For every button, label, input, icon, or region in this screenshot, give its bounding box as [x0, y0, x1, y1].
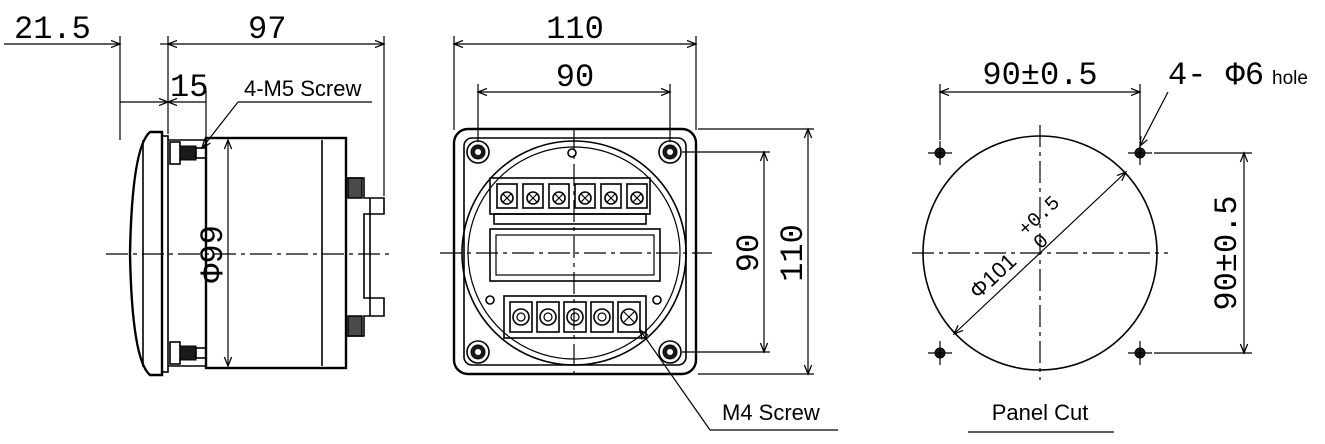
side-view: 21.5 97 15 4-M5 Screw Φ99 [4, 11, 392, 377]
mount-hole-tr [1128, 141, 1152, 165]
corner-screw-tr [658, 140, 682, 164]
panel-cut-caption: Panel Cut [992, 400, 1089, 425]
front-view: 110 90 90 110 M4 Screw [440, 11, 838, 431]
dim-21-5: 21.5 [14, 11, 91, 48]
dim-15: 15 [170, 69, 208, 106]
dim-phi-99: Φ99 [195, 225, 232, 283]
hole-count: 4- [1168, 57, 1226, 94]
mount-hole-tl [928, 141, 952, 165]
side-screw-label: 4-M5 Screw [244, 76, 361, 101]
hole-callout: 4- Φ6 hole [1168, 57, 1308, 94]
dim-97: 97 [248, 11, 286, 48]
terminal-block-upper [489, 177, 651, 225]
corner-screw-bl [466, 340, 490, 364]
side-bezel [128, 130, 164, 377]
corner-screw-br [658, 340, 682, 364]
dim-cut-diameter: Φ101 +0.5 0 [964, 192, 1065, 304]
terminal-block-lower [503, 295, 647, 339]
hole-diameter: Φ6 [1226, 57, 1264, 94]
dim-hole-spacing-v: 90±0.5 [1209, 195, 1246, 310]
mount-hole-bl [928, 341, 952, 365]
dim-110-height: 110 [775, 224, 812, 282]
mount-hole-br [1128, 341, 1152, 365]
side-stud-bottom [169, 341, 207, 365]
hole-word: hole [1272, 68, 1308, 89]
svg-text:Φ101: Φ101 [964, 248, 1021, 303]
dim-110-width: 110 [546, 11, 604, 48]
panel-cut-view: 90±0.5 4- Φ6 hole 90±0.5 Φ101 +0.5 0 Pane… [912, 57, 1308, 433]
front-screw-label: M4 Screw [722, 400, 820, 425]
side-body [204, 136, 348, 370]
corner-screw-tl [466, 140, 490, 164]
dim-hole-spacing-h: 90±0.5 [982, 57, 1097, 94]
display-window [489, 228, 661, 282]
side-stud-top [169, 141, 207, 165]
dim-90-height: 90 [731, 234, 768, 272]
dim-90-width: 90 [556, 59, 594, 96]
front-bezel-outer [452, 127, 698, 376]
